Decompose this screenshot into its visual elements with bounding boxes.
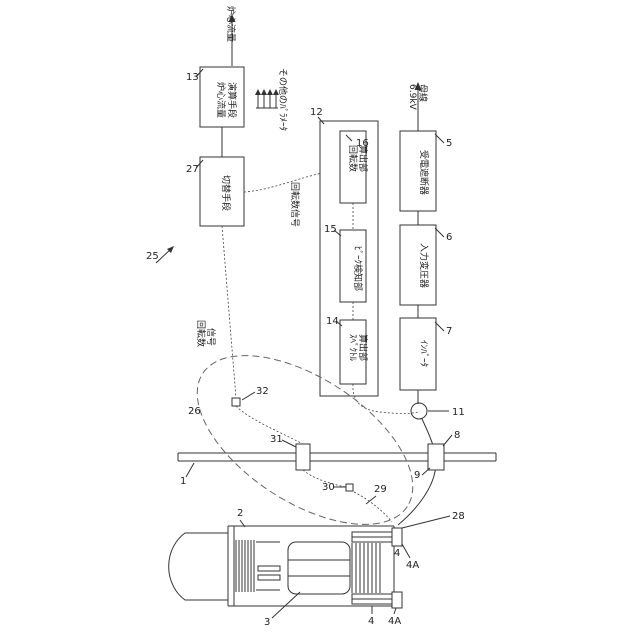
rotation-signal-label: 回転数信号 [289,182,301,227]
other-params-inputs: その他のﾊﾟﾗﾒｰﾀ [255,68,289,131]
core-flow-calc-block: 炉心流量 演算手段 13 [186,67,244,127]
ref-2: 2 [237,508,243,519]
ref-11: 11 [452,407,465,418]
input-transformer-block: 入力変圧器 6 [400,225,452,305]
ref-13: 13 [186,72,199,83]
breaker-block: 受電遮断器 5 [400,131,452,211]
ref-3: 3 [264,617,270,628]
breaker-label: 受電遮断器 [418,150,430,195]
sensor-30: 30 [322,482,353,493]
spectrum-calc-line1: ｽﾍﾟｸﾄﾙ [347,334,358,362]
signal-penetration: 31 [270,434,310,470]
switching-means-block: 切替手段 27 [186,157,244,226]
containment-wall: 1 [178,453,496,487]
core-flow-output-label: 炉心流量 [225,6,237,42]
ref-9: 9 [414,470,420,481]
bus-voltage-label: 6.9kV [407,84,417,111]
inverter-label: ｲﾝﾊﾞｰﾀ [418,340,429,367]
current-transformer: 11 [411,403,465,419]
ref-1: 1 [180,476,186,487]
rotation-signal-stacked-2: 信号 [205,328,217,346]
sensor-32: 32 [232,386,269,406]
ref-32: 32 [256,386,269,397]
core-flow-calc-line1: 炉心流量 [215,82,227,118]
ref-4A-b: 4A [388,616,401,627]
ref-7: 7 [446,326,452,337]
ref-4A-a: 4A [406,560,419,571]
system-label: 25 [146,246,174,263]
ref-16: 16 [356,138,369,149]
input-transformer-label: 入力変圧器 [418,243,430,288]
core-flow-calc-line2: 演算手段 [226,82,238,118]
ref-31: 31 [270,434,283,445]
peak-detect-label: ﾋﾟｰｸ検知部 [352,246,364,291]
ref-30: 30 [322,482,335,493]
recirculation-pump-upper: 4 4A 28 [352,511,465,571]
ref-26: 26 [188,406,201,417]
other-params-label: その他のﾊﾟﾗﾒｰﾀ [277,68,289,131]
inverter-block: ｲﾝﾊﾞｰﾀ 7 [400,318,452,390]
ref-6: 6 [446,232,452,243]
ref-4a: 4 [394,548,400,559]
ref-15: 15 [324,224,337,235]
ref-12: 12 [310,107,323,118]
recirculation-pump-lower: 4 4A [352,592,402,627]
core-flow-output: 炉心流量 [225,6,237,66]
switching-means-label: 切替手段 [220,175,232,211]
ref-4b: 4 [368,616,374,627]
ref-28: 28 [452,511,465,522]
rotation-calc-line2: 算出部 [357,145,369,172]
bus-label: 母線 [417,84,429,102]
ref-27: 27 [186,164,199,175]
ref-29: 29 [374,484,387,495]
ref-5: 5 [446,138,452,149]
power-penetration: 8 9 [414,430,460,481]
ref-25: 25 [146,251,159,262]
ref-8: 8 [454,430,460,441]
bus-supply: 6.9kV 母線 [407,82,429,131]
rotation-calc-block: 回転数 算出部 16 [340,131,369,203]
spectrum-calc-line2: 算出部 [357,334,369,361]
reactor-vessel: 2 3 [169,508,394,628]
